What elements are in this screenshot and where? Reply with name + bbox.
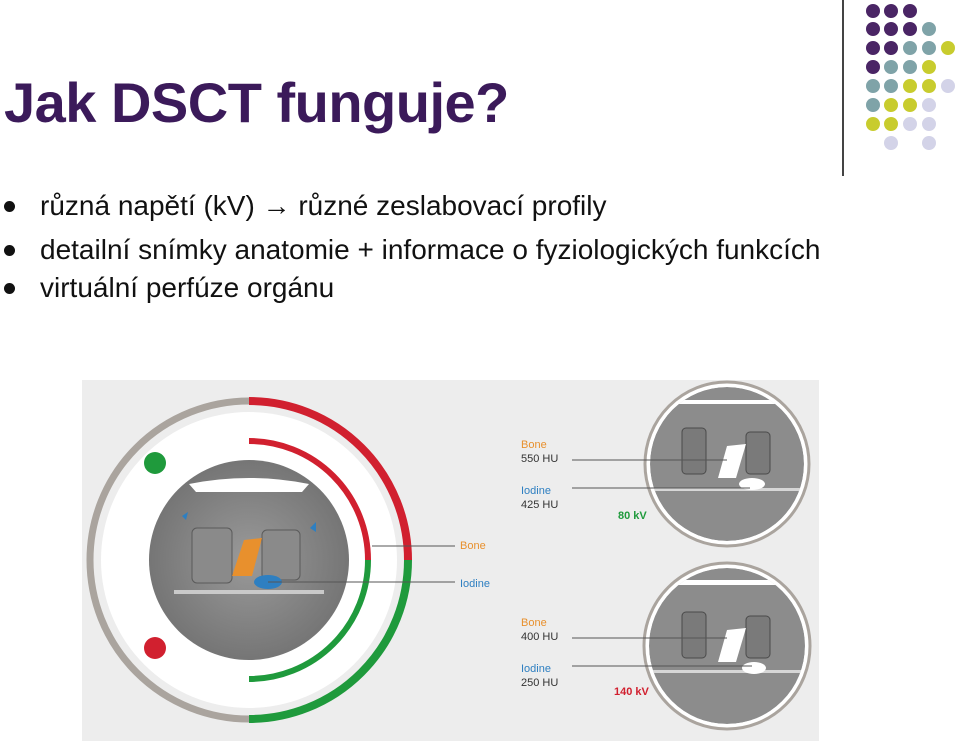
- bottom-iodine-hu: 250 HU: [521, 677, 558, 689]
- bottom-bone-label: Bone: [521, 617, 547, 629]
- bullet-dot-icon: [4, 245, 15, 256]
- decorative-dots: [866, 4, 955, 150]
- bullet-item: virtuální perfúze orgánu: [0, 272, 840, 304]
- detector-arc-red-inner: [248, 438, 371, 561]
- xray-tube-green: [144, 452, 166, 474]
- bullet-list: různá napětí (kV) → různé zeslabovací pr…: [0, 190, 840, 316]
- slide-title: Jak DSCT funguje?: [4, 71, 509, 134]
- top-iodine-hu: 425 HU: [521, 499, 558, 511]
- top-iodine-label: Iodine: [521, 485, 551, 497]
- xray-tube-red: [144, 637, 166, 659]
- bottom-bone-hu: 400 HU: [521, 631, 558, 643]
- center-iodine-label: Iodine: [460, 578, 490, 590]
- top-bone-hu: 550 HU: [521, 453, 558, 465]
- bullet-item: detailní snímky anatomie + informace o f…: [0, 234, 840, 266]
- top-bone-label: Bone: [521, 439, 547, 451]
- bottom-kv-label: 140 kV: [614, 686, 650, 698]
- detector-arc-green-outer: [248, 559, 412, 723]
- bullet-dot-icon: [4, 283, 15, 294]
- bone-marker: [232, 538, 262, 576]
- detector-arc-green-inner: [248, 559, 371, 682]
- dsct-diagram: Bone Iodine Bone 550 HU Iodine 425 HU 80…: [82, 380, 819, 741]
- detector-arc-red-outer: [248, 397, 412, 561]
- divider-line: [842, 0, 844, 176]
- bottom-iodine-label: Iodine: [521, 663, 551, 675]
- bullet-item: různá napětí (kV) → různé zeslabovací pr…: [0, 190, 840, 222]
- center-bone-label: Bone: [460, 540, 486, 552]
- top-kv-label: 80 kV: [618, 510, 647, 522]
- bullet-dot-icon: [4, 201, 15, 212]
